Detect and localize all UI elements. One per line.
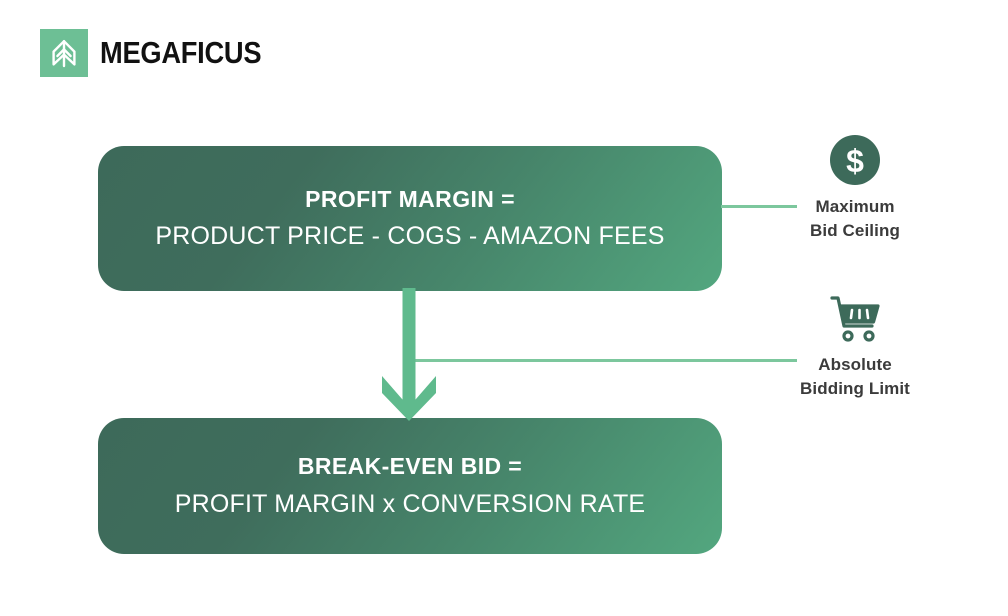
connector-line-profit-margin <box>721 205 797 208</box>
ficus-leaf-icon <box>40 29 88 77</box>
callout-label-line1: Maximum <box>815 197 895 216</box>
formula-expression: PROFIT MARGIN x CONVERSION RATE <box>174 489 646 518</box>
formula-box-profit-margin: PROFIT MARGIN = PRODUCT PRICE - COGS - A… <box>98 146 722 291</box>
formula-title: BREAK-EVEN BID = <box>297 453 523 480</box>
formula-box-break-even-bid: BREAK-EVEN BID = PROFIT MARGIN x CONVERS… <box>98 418 722 554</box>
callout-label-line1: Absolute <box>818 355 892 374</box>
brand-wordmark: MEGAFICUS <box>100 35 262 70</box>
down-arrow-icon <box>382 288 436 421</box>
formula-expression: PRODUCT PRICE - COGS - AMAZON FEES <box>155 222 665 251</box>
dollar-coin-icon: $ <box>829 133 881 187</box>
connector-line-break-even-bid <box>410 359 797 362</box>
shopping-cart-icon <box>828 291 882 345</box>
svg-text:$: $ <box>846 143 864 179</box>
callout-maximum-bid-ceiling: $ Maximum Bid Ceiling <box>765 133 945 243</box>
callout-absolute-bidding-limit: Absolute Bidding Limit <box>765 291 945 401</box>
callout-label-line2: Bidding Limit <box>800 378 910 398</box>
brand-logo: MEGAFICUS <box>40 29 283 77</box>
callout-label-line2: Bid Ceiling <box>810 220 900 240</box>
callout-label: Maximum Bid Ceiling <box>810 195 900 243</box>
callout-label: Absolute Bidding Limit <box>800 353 910 401</box>
formula-title: PROFIT MARGIN = <box>305 185 515 212</box>
